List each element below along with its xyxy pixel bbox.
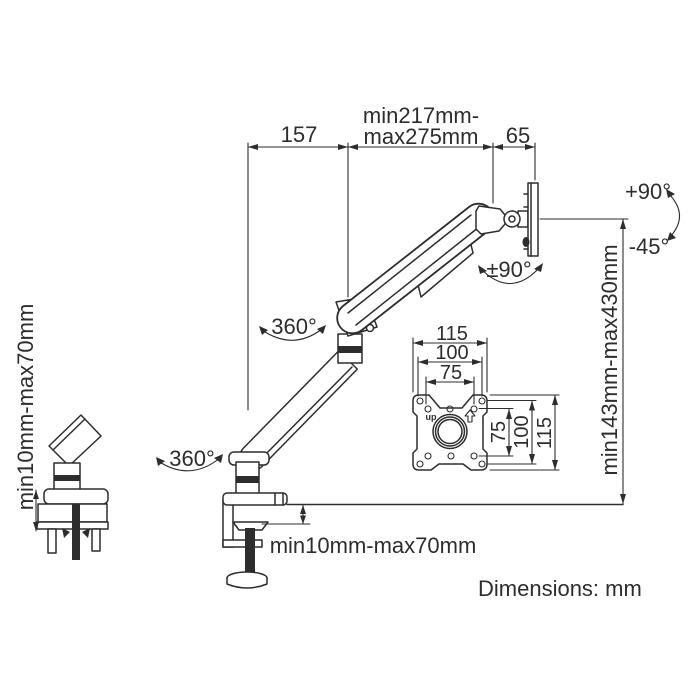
rotation-label-base-360: 360° [169,446,215,471]
arc-tilt [667,192,681,238]
side-clamp-prong-left [47,528,57,554]
footer-units-note: Dimensions: mm [478,576,642,601]
dim-label-reach-line1: min217mm- [363,103,479,128]
vesa-ext-100v [486,399,537,465]
vesa-ext-115v [489,394,560,471]
main-arm-structure [222,182,539,589]
clamp-bottom-bar [222,539,263,548]
upper-arm-seam-bottom [355,226,480,326]
labels: 157 min217mm- max275mm 65 +90° -45° ±90°… [13,103,671,601]
vesa-label-115w: 115 [436,323,468,345]
vesa-label-75w: 75 [440,362,462,384]
lower-arm-seam [257,366,353,463]
side-clamp-prong-right [91,528,101,552]
rotation-label-tilt-down: -45° [629,234,670,259]
dim-label-desk-thickness-side: min10mm-max70mm [13,304,38,511]
arrowheads [33,144,676,531]
side-arm-head-seam [52,418,86,451]
vesa-ext-100h [417,356,483,397]
head-pivot-axle [508,215,516,223]
dim-label-height-range: min143mm-max430mm [597,244,622,475]
vesa-bar-ticks [523,193,529,250]
vesa-ext-115h [412,337,488,393]
vesa-label-115h: 115 [534,417,556,449]
base-column-band [236,476,259,483]
rotation-label-arm-360: 360° [271,314,317,339]
clamp-knob-body [226,577,268,589]
rotation-label-swivel: ±90° [486,257,531,282]
vesa-holes [416,397,486,468]
vesa-center-ring-3 [437,418,463,445]
vesa-ext-75v [478,407,514,457]
vesa-thumbscrew [522,237,530,247]
side-clamp-arrow-right [82,528,90,538]
dim-label-reach-line2: max275mm [364,124,479,149]
dim-label-65: 65 [506,123,530,148]
side-arm-head [48,414,102,467]
clamp-base [222,492,288,506]
arc-rotation-base [157,457,221,472]
vesa-up-arrow-icon [464,409,476,423]
side-clamp-arrow-left [62,528,70,538]
vesa-center-ring-2 [434,416,466,447]
side-clamp-base [43,488,109,505]
arc-rotation-arm [261,328,323,341]
head-pivot [503,210,521,228]
side-clamp-screw [72,504,80,560]
side-view-clamp [36,414,109,560]
upper-column-band [338,346,362,353]
vesa-label-100h: 100 [511,415,533,448]
upper-arm-seam-top [347,214,472,314]
vesa-up-marker: up [426,412,437,422]
dim-label-desk-thickness: min10mm-max70mm [270,533,477,558]
side-column-band [54,475,80,481]
vesa-label-75h: 75 [488,421,510,443]
dim-label-157: 157 [281,122,318,147]
vesa-center-ring-1 [432,413,468,450]
clamp-jaw-pad [232,521,269,531]
vesa-plate-detail [412,394,488,471]
arc-swivel [480,266,541,284]
clamp-base-seams [274,492,284,506]
linework [33,142,681,589]
clamp-screw-rod [245,528,255,572]
head-fork [475,205,506,235]
rotation-label-tilt-up: +90° [625,179,671,204]
vesa-label-100w: 100 [435,342,468,364]
vesa-bar [527,182,539,257]
